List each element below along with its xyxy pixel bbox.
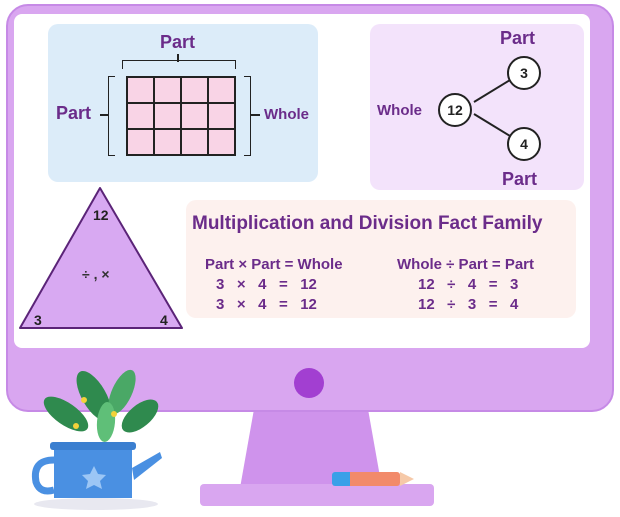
bond-line-bottom [473, 113, 511, 137]
array-cell [127, 129, 154, 155]
number-bond-connectors [473, 79, 511, 137]
array-grid [126, 76, 236, 156]
pencil-tip-icon [400, 472, 414, 486]
plant-in-watering-can-icon [31, 369, 162, 510]
div-equation-2: 12 ÷ 3 = 4 [418, 296, 519, 313]
array-cell [154, 129, 181, 155]
array-right-bracket [244, 76, 251, 156]
triangle-operations: ÷ , × [82, 266, 110, 282]
fact-family-title: Multiplication and Division Fact Family [192, 213, 543, 234]
bond-whole-circle: 12 [438, 93, 472, 127]
array-left-bracket [108, 76, 115, 156]
bond-line-top [473, 79, 511, 103]
fact-triangle [19, 187, 183, 329]
div-header: Whole ÷ Part = Part [397, 256, 535, 273]
bond-bottom-label: Part [502, 169, 538, 189]
array-cell [127, 103, 154, 129]
array-cell [127, 77, 154, 103]
triangle-right-number: 4 [160, 312, 168, 328]
array-left-tick [100, 114, 109, 116]
array-top-tick [177, 54, 179, 62]
mult-equation-2: 3 × 4 = 12 [216, 296, 317, 313]
array-cell [154, 103, 181, 129]
array-right-label: Whole [264, 106, 309, 123]
array-cell [208, 77, 235, 103]
array-cell [208, 129, 235, 155]
bond-whole-label: Whole [377, 102, 422, 119]
fact-family-panel [186, 200, 576, 318]
array-cell [181, 129, 208, 155]
pencil-eraser-icon [332, 472, 350, 486]
triangle-left-number: 3 [34, 312, 42, 328]
mult-equation-1: 3 × 4 = 12 [216, 276, 317, 293]
triangle-top-number: 12 [93, 207, 109, 223]
array-cell [181, 77, 208, 103]
bond-part2-circle: 4 [507, 127, 541, 161]
array-cell [154, 77, 181, 103]
bond-part1-circle: 3 [507, 56, 541, 90]
array-cell [181, 103, 208, 129]
div-equation-1: 12 ÷ 4 = 3 [418, 276, 519, 293]
mult-header: Part × Part = Whole [205, 256, 343, 273]
array-left-label: Part [56, 103, 92, 123]
array-top-label: Part [160, 32, 196, 52]
bond-top-label: Part [500, 28, 536, 48]
array-right-tick [251, 114, 260, 116]
array-top-bracket [122, 60, 236, 69]
number-bond-panel [370, 24, 584, 190]
power-button[interactable] [294, 368, 324, 398]
array-cell [208, 103, 235, 129]
pencil-icon [338, 472, 400, 486]
fact-triangle-shape [19, 187, 183, 329]
monitor-base [200, 484, 434, 506]
